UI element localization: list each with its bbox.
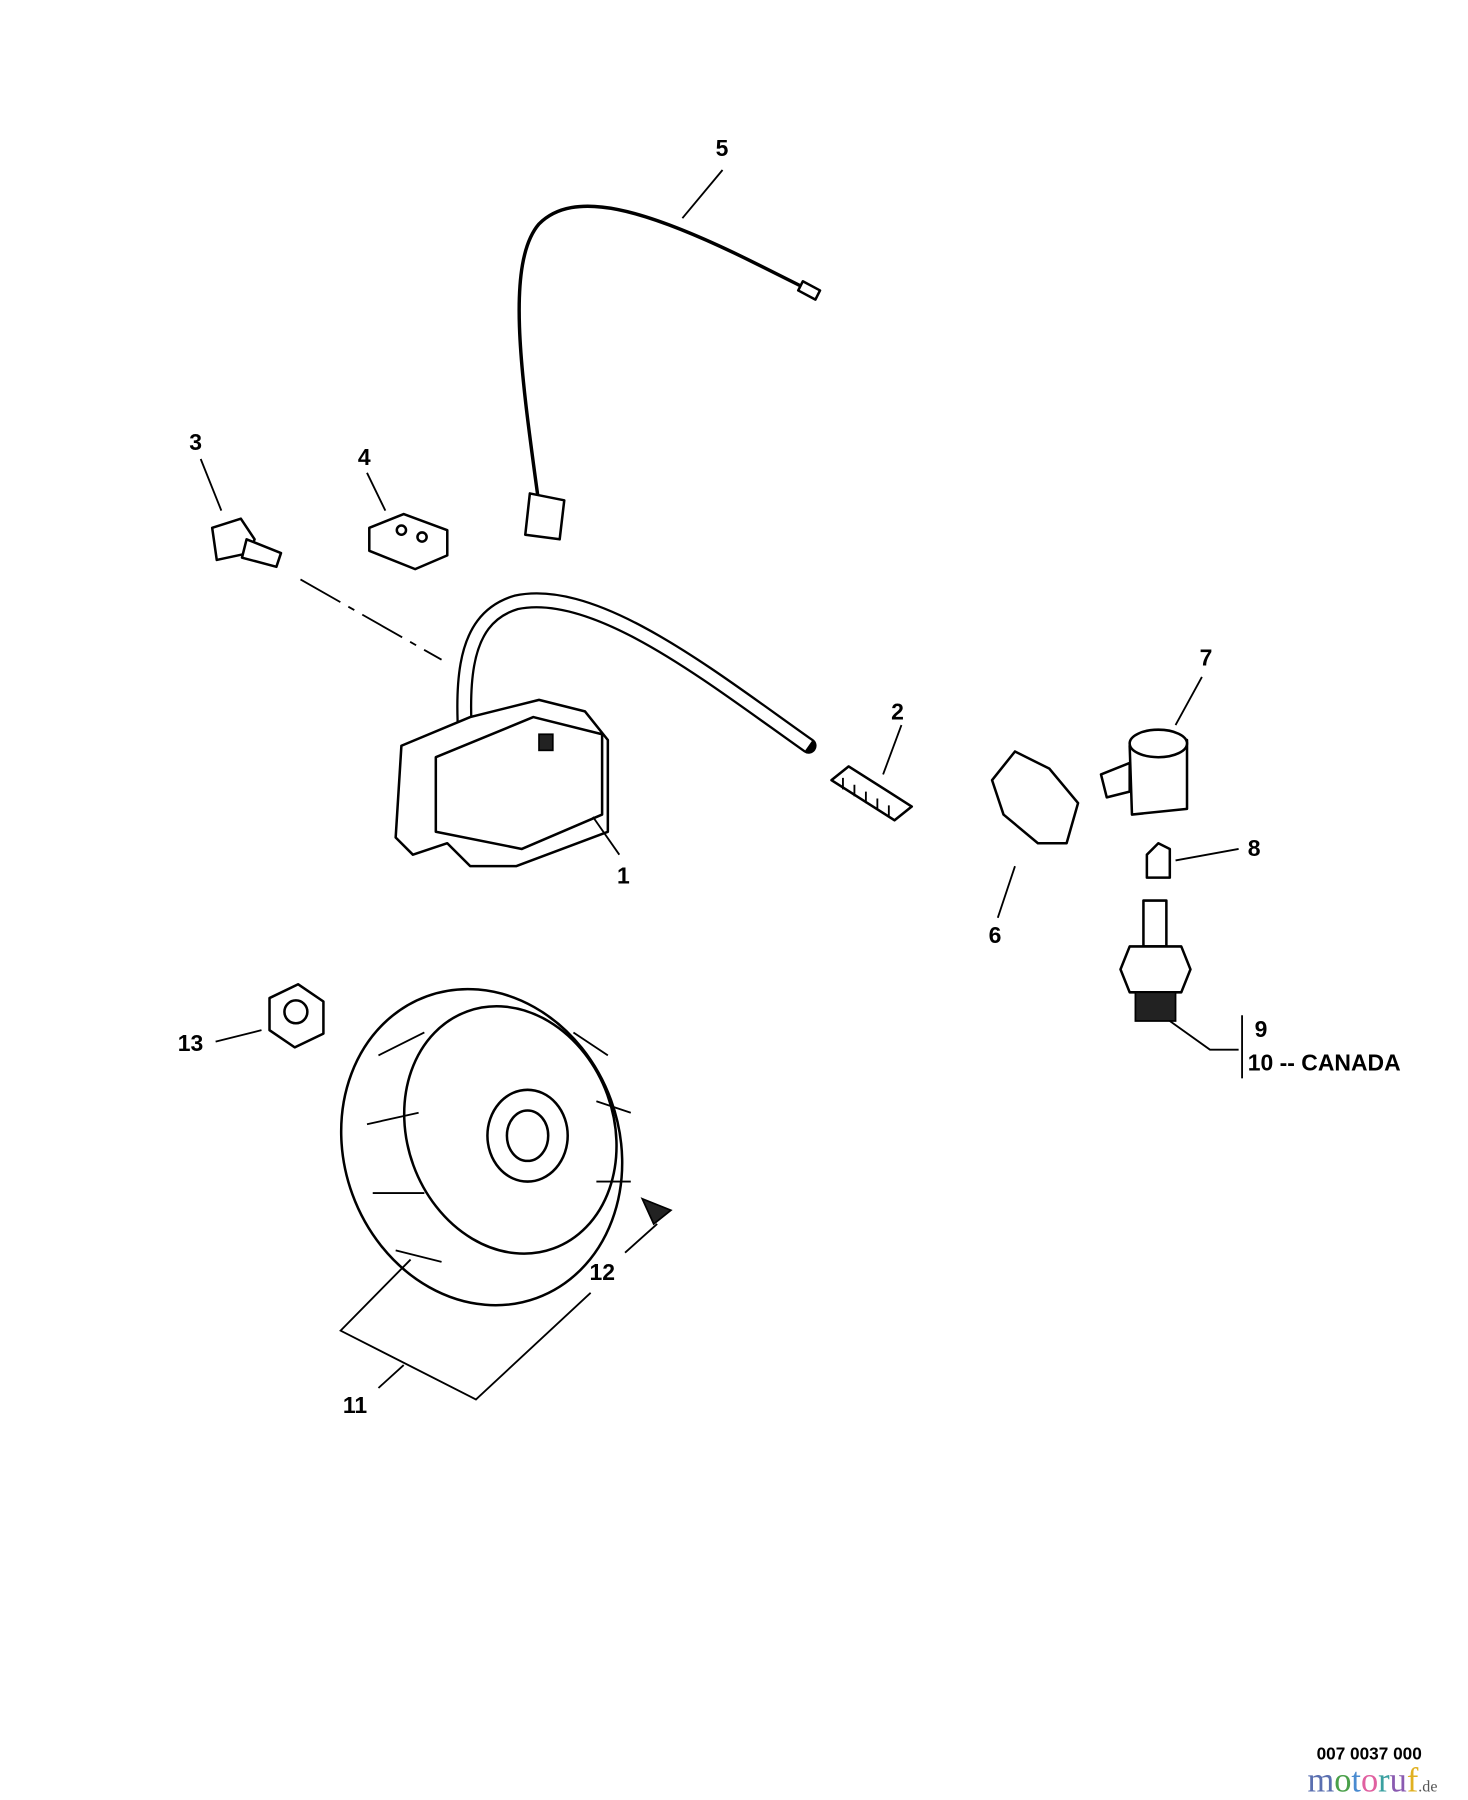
part-2-spring <box>830 724 914 822</box>
callout-1: 1 <box>617 862 630 888</box>
drawing-code: 007 0037 000 <box>1317 1744 1422 1764</box>
callout-6: 6 <box>989 922 1002 948</box>
watermark-logo: motoruf.de <box>1307 1762 1437 1800</box>
callout-11: 11 <box>343 1392 367 1418</box>
callout-2: 2 <box>891 698 904 724</box>
part-4-grommet <box>366 472 449 571</box>
callout-10-canada: 10 -- CANADA <box>1248 1049 1401 1075</box>
part-12-woodruff-key <box>624 1197 673 1254</box>
part-9-spark-plug <box>1119 899 1243 1079</box>
callout-4: 4 <box>358 444 371 470</box>
part-1-ignition-coil <box>394 592 817 868</box>
part-6-boot <box>990 750 1080 919</box>
part-11-flywheel <box>339 987 632 1401</box>
part-13-flywheel-nut <box>215 983 325 1049</box>
callout-3: 3 <box>189 429 202 455</box>
part-7-plug-cap <box>1099 676 1203 816</box>
part-5-ground-wire <box>517 169 822 541</box>
callout-13: 13 <box>178 1030 204 1056</box>
callout-8: 8 <box>1248 835 1261 861</box>
part-3-screw <box>199 458 443 661</box>
svg-text:motoruf.de: motoruf.de <box>1307 1762 1437 1800</box>
callout-5: 5 <box>716 135 729 161</box>
part-8-terminal-nut <box>1145 841 1239 879</box>
callout-9: 9 <box>1255 1016 1268 1042</box>
callout-7: 7 <box>1200 644 1213 670</box>
callout-12: 12 <box>589 1259 614 1285</box>
